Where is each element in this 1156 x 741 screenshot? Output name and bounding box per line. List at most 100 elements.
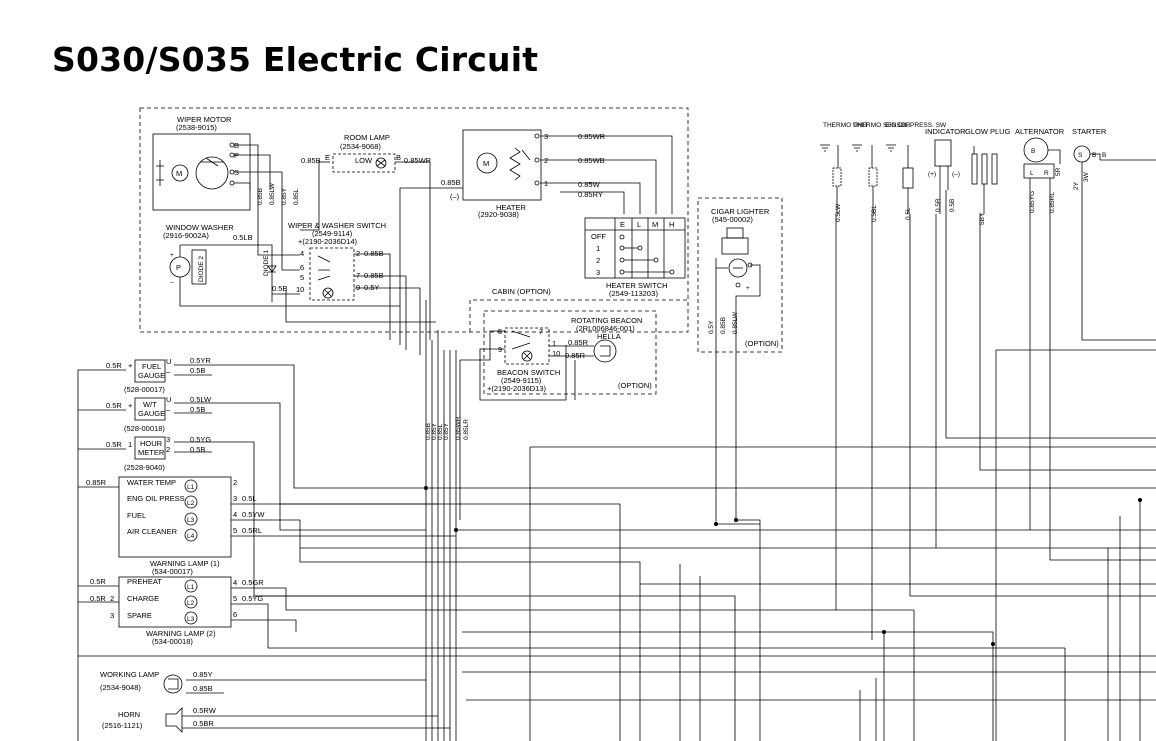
- svg-text:(2534-9048): (2534-9048): [100, 683, 141, 692]
- svg-text:ALTERNATOR: ALTERNATOR: [1015, 127, 1065, 136]
- svg-text:5: 5: [233, 594, 237, 603]
- svg-text:0.85Y: 0.85Y: [193, 670, 213, 679]
- svg-text:W/T: W/T: [143, 400, 157, 409]
- cabin-dashed-box: [139, 107, 689, 333]
- svg-text:METER: METER: [138, 448, 165, 457]
- svg-text:DIODE 2: DIODE 2: [198, 256, 205, 282]
- svg-text:0.85L: 0.85L: [293, 188, 300, 205]
- svg-text:E/G OIL PRESS. SW: E/G OIL PRESS. SW: [885, 122, 947, 129]
- page-title: S030/S035 Electric Circuit: [52, 40, 539, 79]
- svg-text:0.85B: 0.85B: [364, 249, 384, 258]
- svg-text:M: M: [176, 169, 182, 178]
- wiper-washer-switch: WIPER & WASHER SWITCH (2549-9114) +(2190…: [288, 221, 386, 301]
- svg-text:(–): (–): [952, 171, 960, 178]
- svg-text:0.5RW: 0.5RW: [193, 706, 217, 715]
- svg-text:3: 3: [596, 268, 600, 277]
- svg-text:0.85L: 0.85L: [437, 423, 444, 440]
- vertical-bus: 0.85B 0.85Y 0.85L 0.85Y 0.85WR 0.85LR: [425, 300, 470, 741]
- svg-text:0.5B: 0.5B: [190, 366, 205, 375]
- svg-text:0.5Y: 0.5Y: [364, 283, 379, 292]
- room-lamp-code: (2534-9068): [340, 142, 381, 151]
- svg-text:2: 2: [356, 249, 360, 258]
- heater-code: (2920-9038): [478, 210, 519, 219]
- svg-text:–: –: [170, 279, 174, 286]
- beacon-switch-code2: +(2190-2036D13): [487, 384, 547, 393]
- svg-text:H: H: [669, 220, 674, 229]
- svg-text:L4: L4: [187, 533, 195, 540]
- svg-text:0.85WR: 0.85WR: [404, 156, 432, 165]
- svg-text:L3: L3: [187, 616, 195, 623]
- svg-text:0.5R: 0.5R: [106, 401, 122, 410]
- svg-text:0.5YG: 0.5YG: [242, 594, 263, 603]
- svg-text:0.85B: 0.85B: [193, 684, 213, 693]
- room-lamp-low: LOW: [355, 156, 373, 165]
- svg-text:M: M: [483, 159, 489, 168]
- svg-text:WARNING LAMP (1): WARNING LAMP (1): [150, 559, 220, 568]
- svg-text:0.85Y: 0.85Y: [281, 187, 288, 205]
- wiring-harness: [254, 159, 1156, 741]
- svg-text:3: 3: [110, 611, 114, 620]
- svg-text:GAUGE: GAUGE: [138, 409, 165, 418]
- svg-text:AIR CLEANER: AIR CLEANER: [127, 527, 178, 536]
- svg-text:(2516-1121): (2516-1121): [102, 721, 143, 730]
- svg-text:4: 4: [300, 249, 304, 258]
- heater-switch-code: (2549-11320З): [609, 289, 659, 298]
- wt-gauge: W/T GAUGE + U– (528-00018): [124, 395, 171, 433]
- wiper-motor-code: (2538-9015): [176, 123, 217, 132]
- wiper-motor: WIPER MOTOR (2538-9015) M BPS: [152, 115, 251, 211]
- svg-text:+: +: [128, 401, 133, 410]
- svg-text:THERMO UNIT: THERMO UNIT: [823, 122, 868, 129]
- svg-text:FUEL: FUEL: [142, 362, 161, 371]
- svg-text:P: P: [234, 151, 239, 160]
- hour-meter: HOUR METER 1 32 (2528-9040): [124, 435, 170, 472]
- svg-text:ENG OIL PRESS: ENG OIL PRESS: [127, 494, 185, 503]
- svg-text:+: +: [170, 252, 174, 259]
- svg-text:0.5B: 0.5B: [190, 405, 205, 414]
- beacon-code: (2RL006846-001): [576, 324, 635, 333]
- svg-text:0.5R: 0.5R: [90, 594, 106, 603]
- warning-lamp-2: PREHEAT CHARGE SPARE L1 L2 L3 456 23 WAR…: [110, 576, 237, 646]
- svg-text:1: 1: [596, 244, 600, 253]
- svg-text:0.85B: 0.85B: [301, 156, 321, 165]
- svg-text:1: 1: [552, 339, 556, 348]
- svg-text:2Y: 2Y: [1073, 181, 1080, 190]
- window-washer-code: (2916-9002A): [163, 231, 209, 240]
- beacon-switch-code: (2549-9115): [501, 376, 542, 385]
- cigar-lighter: CIGAR LIGHTER (545-00002) + (OPTION): [711, 207, 779, 348]
- svg-text:L1: L1: [187, 484, 195, 491]
- svg-text:WORKING LAMP: WORKING LAMP: [100, 670, 159, 679]
- window-washer-label: WINDOW WASHER: [166, 223, 234, 232]
- heater-switch-label: HEATER SWITCH: [606, 281, 668, 290]
- svg-text:1: 1: [128, 440, 132, 449]
- svg-text:+: +: [128, 361, 133, 370]
- svg-text:3W: 3W: [1083, 171, 1090, 182]
- svg-text:0.5RL: 0.5RL: [242, 526, 262, 535]
- svg-text:L2: L2: [187, 500, 195, 507]
- svg-text:0.5LB: 0.5LB: [233, 233, 253, 242]
- svg-text:5R: 5R: [1055, 167, 1062, 176]
- svg-text:SPARE: SPARE: [127, 611, 152, 620]
- horn: HORN (2516-1121): [102, 707, 183, 733]
- svg-text:0.5R: 0.5R: [106, 361, 122, 370]
- svg-text:0.85B: 0.85B: [257, 188, 264, 205]
- svg-text:5: 5: [300, 273, 304, 282]
- rotating-beacon: ROTATING BEACON (2RL006846-001) HELLA: [571, 316, 642, 363]
- svg-text:B: B: [1092, 152, 1096, 159]
- heater: M HEATER (2920-9038) (–) 321: [450, 129, 548, 219]
- svg-text:0.85WB: 0.85WB: [578, 156, 605, 165]
- svg-text:0.5Y: 0.5Y: [708, 320, 715, 334]
- svg-text:(534-00017): (534-00017): [152, 567, 193, 576]
- svg-text:0.5B: 0.5B: [949, 199, 956, 212]
- svg-text:0.5YW: 0.5YW: [242, 510, 265, 519]
- svg-text:S: S: [1078, 152, 1083, 159]
- svg-text:DIODE 1: DIODE 1: [263, 250, 270, 276]
- svg-text:0.5R: 0.5R: [106, 440, 122, 449]
- svg-text:3: 3: [166, 435, 170, 444]
- svg-text:3: 3: [233, 494, 237, 503]
- svg-text:THERMO SENSOR: THERMO SENSOR: [853, 122, 911, 129]
- svg-text:9: 9: [356, 283, 360, 292]
- svg-text:2: 2: [166, 445, 170, 454]
- top-right-components: THERMO UNIT THERMO SENSOR E/G OIL PRESS.…: [820, 122, 1107, 189]
